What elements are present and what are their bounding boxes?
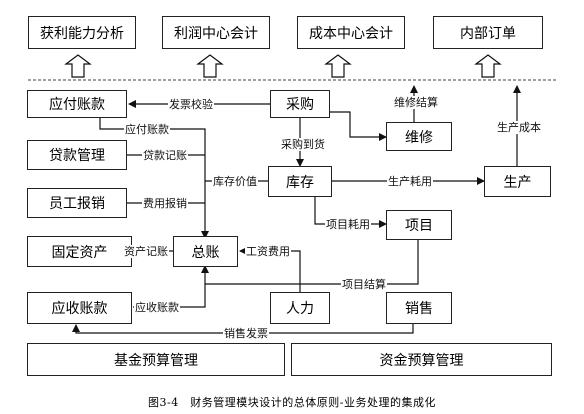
label-production-cost: 生产成本: [496, 121, 542, 134]
box-receivable-label: 应收账款: [51, 301, 108, 317]
box-maintenance-label: 维修: [405, 129, 433, 146]
box-purchase-label: 采购: [286, 97, 314, 113]
box-assets-label: 固定资产: [51, 244, 108, 261]
box-expense: 员工报销: [27, 188, 127, 218]
box-ledger: 总账: [173, 236, 238, 267]
module-profitability-label: 获利能力分析: [40, 25, 124, 42]
up-arrow-4: [474, 54, 502, 78]
up-arrow-3: [324, 54, 352, 78]
box-payable: 应付账款: [27, 90, 127, 118]
box-project: 项目: [386, 210, 452, 240]
label-expense-reimb: 费用报销: [142, 197, 188, 210]
box-receivable: 应收账款: [27, 292, 132, 324]
box-hr: 人力: [270, 292, 330, 324]
box-maintenance: 维修: [386, 122, 452, 151]
box-loan: 贷款管理: [27, 140, 127, 170]
box-payable-label: 应付账款: [49, 97, 105, 113]
label-loan-posting: 贷款记账: [142, 149, 188, 162]
label-purchase-receipt: 采购到货: [280, 138, 326, 151]
box-inventory-label: 库存: [286, 174, 314, 191]
label-receivable-flow: 应收账款: [134, 301, 180, 314]
box-production-label: 生产: [503, 174, 532, 191]
box-production: 生产: [484, 166, 551, 197]
module-internal-order: 内部订单: [433, 16, 543, 49]
module-profit-center: 利润中心会计: [162, 16, 270, 49]
label-invoice-check: 发票校验: [168, 98, 214, 111]
box-assets: 固定资产: [27, 236, 132, 267]
module-internal-order-label: 内部订单: [460, 25, 516, 42]
box-fund-budget-label: 基金预算管理: [114, 352, 198, 369]
label-production-use: 生产耗用: [387, 175, 433, 188]
box-capital-budget: 资金预算管理: [291, 343, 552, 376]
box-project-label: 项目: [405, 218, 433, 234]
module-profitability: 获利能力分析: [28, 16, 136, 49]
box-purchase: 采购: [270, 90, 330, 118]
figure-caption: 图3-4 财务管理模块设计的总体原则-业务处理的集成化: [148, 396, 436, 409]
label-inventory-value: 库存价值: [212, 175, 258, 188]
label-payable-flow: 应付账款: [124, 123, 170, 136]
edge-purchase-maint: [330, 111, 387, 141]
box-loan-label: 贷款管理: [49, 148, 105, 164]
label-asset-posting: 资产记账: [123, 245, 169, 258]
edge-project-settle: [201, 240, 419, 285]
label-wage-cost: 工资费用: [245, 245, 291, 258]
box-ledger-label: 总账: [191, 244, 220, 261]
label-maintenance-settle: 维修结算: [393, 96, 439, 109]
box-inventory: 库存: [268, 166, 332, 197]
label-project-use: 项目耗用: [325, 218, 371, 231]
box-sales: 销售: [386, 292, 452, 324]
up-arrow-1: [64, 54, 92, 78]
module-cost-center-label: 成本中心会计: [309, 25, 393, 42]
up-arrow-2: [196, 54, 224, 78]
label-sales-invoice: 销售发票: [223, 327, 269, 340]
label-project-settle: 项目结算: [341, 278, 387, 291]
module-cost-center: 成本中心会计: [297, 16, 405, 49]
box-expense-label: 员工报销: [49, 196, 105, 212]
box-sales-label: 销售: [405, 301, 433, 317]
box-hr-label: 人力: [286, 301, 314, 317]
box-fund-budget: 基金预算管理: [27, 343, 285, 376]
box-capital-budget-label: 资金预算管理: [379, 352, 464, 369]
module-profit-center-label: 利润中心会计: [174, 25, 258, 42]
